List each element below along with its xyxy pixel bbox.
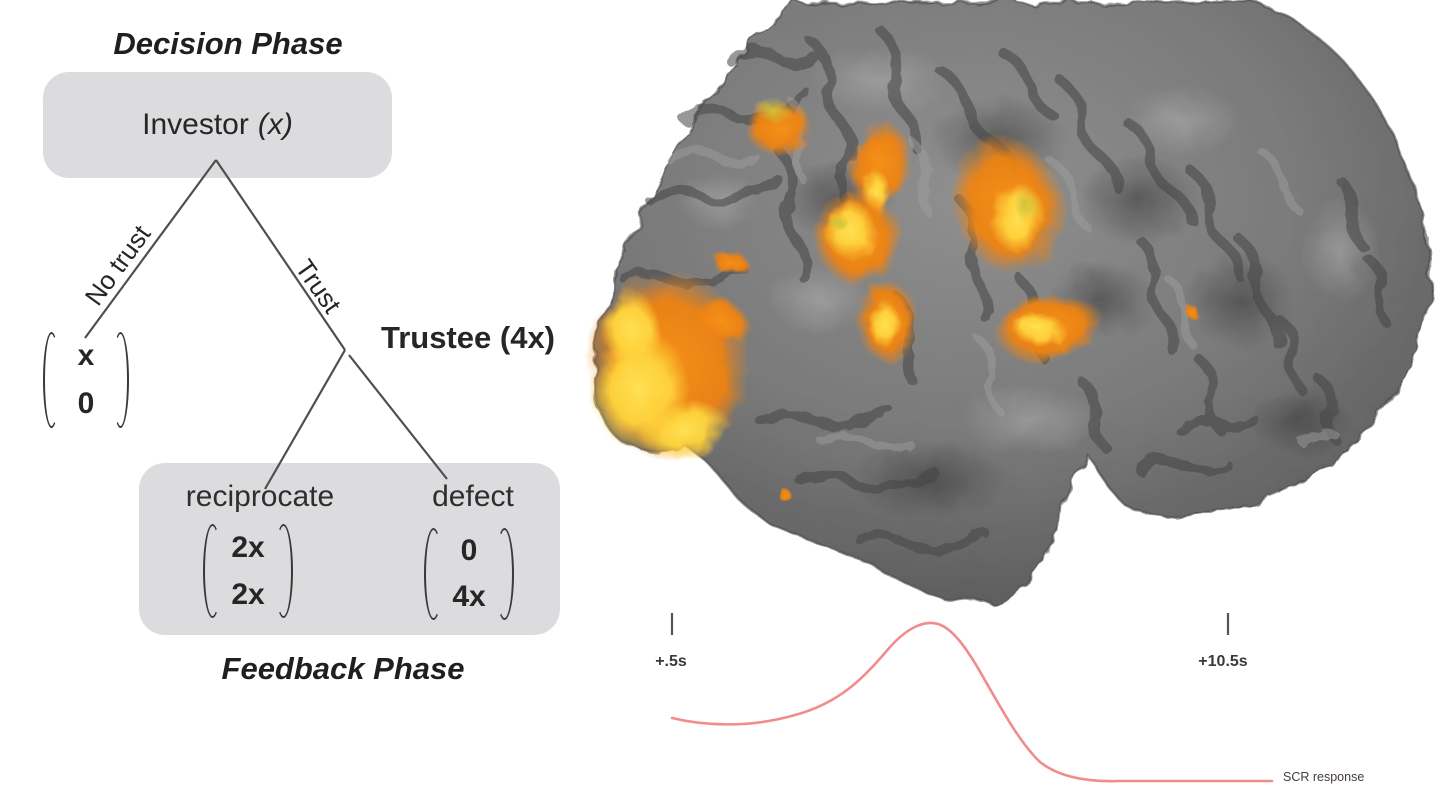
payoff-trustee: 4x [452,580,486,613]
payoff-trustee: 0 [77,387,95,420]
payoff-defect: 0 4x [424,528,516,620]
activation-clusters [586,98,1199,502]
brain-sulci [621,25,1391,555]
no-trust-branch-line [84,159,217,339]
investor-node: Investor (x) [43,72,392,178]
defect-branch-line [348,354,448,480]
scr-response-curve [670,621,1274,783]
right-paren-icon [495,528,514,620]
left-paren-icon [424,528,443,620]
trust-branch-line [215,159,346,351]
scr-time-start-label: +.5s [655,653,687,670]
payoff-investor: x [77,339,95,372]
tree-branch-lines [84,159,448,490]
payoff-investor: 0 [460,534,478,567]
right-paren-icon [274,524,293,618]
left-paren-icon [203,524,222,618]
investor-endowment: (x) [257,108,293,141]
reciprocate-label: reciprocate [185,480,335,513]
brain-activation-map [586,0,1432,604]
trustee-multiplier: (4x) [499,320,556,355]
payoff-no-trust: x 0 [43,332,129,428]
payoff-investor: 2x [231,530,265,564]
trustee-label: Trustee [380,320,492,355]
reciprocate-branch-line [264,349,346,490]
payoff-reciprocate: 2x 2x [203,524,303,618]
investor-label: Investor [142,108,249,141]
left-paren-icon [43,332,60,428]
defect-label: defect [432,480,514,513]
right-paren-icon [112,332,129,428]
decision-phase-title: Decision Phase [113,26,343,61]
scr-time-end-label: +10.5s [1198,653,1248,670]
scr-response-label: SCR response [1283,770,1365,784]
scr-curve [670,613,1274,783]
trustee-node: Trustee (4x) [353,320,583,356]
feedback-phase-title: Feedback Phase [221,651,465,686]
brain-surface [586,0,1432,604]
payoff-trustee: 2x [231,577,265,611]
